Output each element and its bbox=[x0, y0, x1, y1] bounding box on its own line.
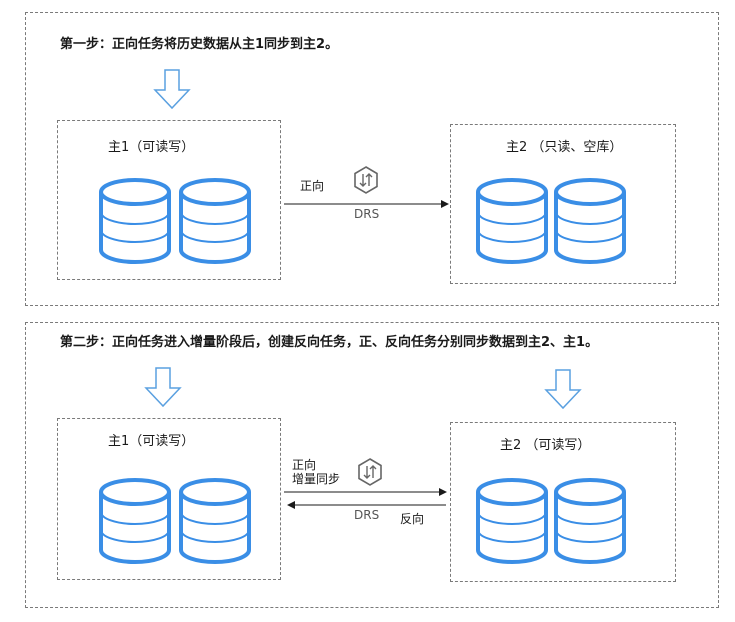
step2-right-down-arrow-icon bbox=[545, 369, 581, 409]
step2-forward-label-line1: 正向 bbox=[292, 458, 317, 472]
step2-drs-icon bbox=[358, 458, 382, 486]
step1-master2-box bbox=[450, 124, 676, 284]
step1-master2-db-icon-b bbox=[554, 178, 626, 264]
step1-forward-label: 正向 bbox=[300, 179, 325, 193]
step2-master1-box bbox=[57, 418, 281, 580]
step1-master1-label: 主1（可读写） bbox=[108, 140, 195, 155]
step2-forward-label-line2: 增量同步 bbox=[292, 472, 341, 486]
step1-panel bbox=[25, 12, 719, 306]
step1-master2-db-icon-a bbox=[476, 178, 548, 264]
step2-panel bbox=[25, 322, 719, 608]
step1-master1-box bbox=[57, 120, 281, 280]
step1-drs-label: DRS bbox=[354, 207, 380, 221]
step1-master1-db-icon-a bbox=[99, 178, 171, 264]
step2-reverse-label: 反向 bbox=[400, 512, 425, 526]
step1-drs-icon bbox=[354, 166, 378, 194]
step1-master2-label: 主2 （只读、空库） bbox=[506, 140, 623, 155]
step2-drs-label: DRS bbox=[354, 508, 380, 522]
step2-master1-label: 主1（可读写） bbox=[108, 434, 195, 449]
step1-master1-db-icon-b bbox=[179, 178, 251, 264]
step2-master2-db-icon-b bbox=[554, 478, 626, 564]
step2-master1-db-icon-a bbox=[99, 478, 171, 564]
step2-master2-box bbox=[450, 422, 676, 582]
step2-title: 第二步：正向任务进入增量阶段后，创建反向任务，正、反向任务分别同步数据到主2、主… bbox=[60, 335, 599, 350]
step2-master1-db-icon-b bbox=[179, 478, 251, 564]
step1-down-arrow-icon bbox=[154, 69, 190, 109]
step2-master2-label: 主2 （可读写） bbox=[500, 438, 591, 453]
step2-master2-db-icon-a bbox=[476, 478, 548, 564]
step1-title: 第一步：正向任务将历史数据从主1同步到主2。 bbox=[60, 37, 339, 52]
step2-left-down-arrow-icon bbox=[145, 367, 181, 407]
